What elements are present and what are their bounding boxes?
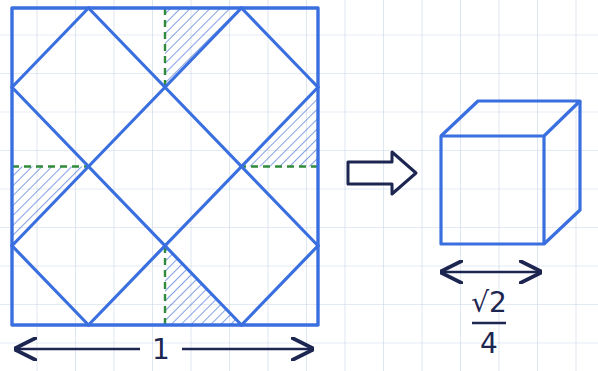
diamond-line bbox=[12, 8, 242, 246]
diamond-line bbox=[89, 8, 319, 246]
fold-line bbox=[242, 165, 319, 167]
net-square bbox=[12, 8, 318, 325]
fraction-denominator: 4 bbox=[480, 330, 498, 358]
fold-line bbox=[164, 246, 166, 325]
diamond-line bbox=[12, 246, 89, 325]
dimension-line bbox=[16, 348, 140, 351]
fraction-numerator: √2 bbox=[471, 289, 507, 317]
diamond-line bbox=[242, 8, 319, 87]
cube bbox=[441, 101, 580, 244]
square-outline bbox=[12, 8, 318, 325]
diamond-line bbox=[242, 246, 319, 325]
fold-line bbox=[12, 165, 89, 167]
dimension-line bbox=[442, 271, 540, 274]
fraction-bar bbox=[472, 322, 506, 325]
diamond-line bbox=[89, 87, 319, 325]
dimension-line bbox=[182, 348, 312, 351]
dimension-label: 1 bbox=[152, 336, 170, 364]
hollow-arrow bbox=[348, 152, 416, 194]
diamond-line bbox=[12, 8, 89, 87]
diamond-line bbox=[12, 87, 242, 325]
fold-line bbox=[164, 8, 166, 87]
